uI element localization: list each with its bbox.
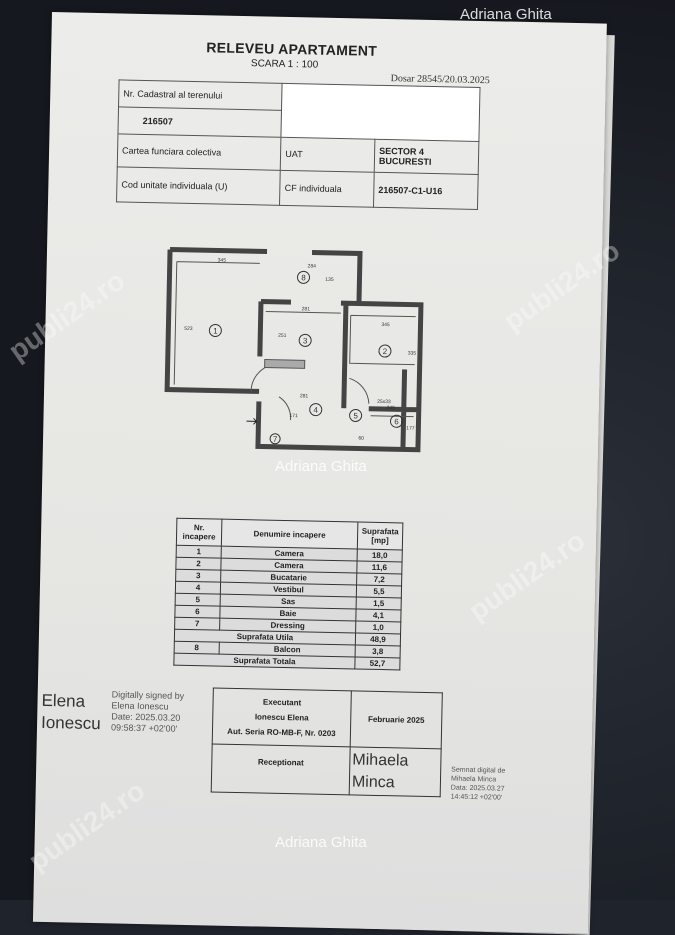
dimension-label: 523 xyxy=(184,326,193,332)
watermark-author: Adriana Ghita xyxy=(460,6,552,23)
room-nr: 1 xyxy=(176,545,222,559)
room-number: 8 xyxy=(301,273,306,282)
col-header: Nr. incapere xyxy=(176,518,222,547)
entrance-arrow-icon xyxy=(246,417,258,425)
digital-sig-line: 14:45:12 +02'00' xyxy=(450,793,503,802)
room-number: 7 xyxy=(273,435,278,444)
floor-plan: 1 2 3 4 5 6 7 8 345 284 135 281 523 251 … xyxy=(164,247,424,453)
date-cell: Februarie 2025 xyxy=(350,690,443,749)
balcon-nr: 8 xyxy=(174,641,220,655)
total-value: 52,7 xyxy=(354,656,401,670)
dimension-label: 251 xyxy=(278,333,287,339)
uat-value: SECTOR 4 BUCURESTI xyxy=(374,139,479,175)
redacted-area xyxy=(281,83,481,142)
room-number: 2 xyxy=(383,347,388,356)
watermark-author: Adriana Ghita xyxy=(275,834,367,851)
executant-cell: Executant Ionescu Elena Aut. Seria RO-MB… xyxy=(212,688,352,747)
room-number: 1 xyxy=(213,326,218,335)
signature-line: Elena xyxy=(41,690,86,711)
cf-label: CF individuala xyxy=(279,170,375,208)
document-scale: SCARA 1 : 100 xyxy=(250,58,319,71)
room-nr: 3 xyxy=(175,569,221,583)
col-header: Suprafata [mp] xyxy=(357,522,403,550)
header-table: Nr. Cadastral al terenului 216507 Cartea… xyxy=(116,79,481,210)
dimension-label: 284 xyxy=(307,263,316,269)
document-title: RELEVEU APARTAMENT xyxy=(206,39,378,59)
carte-label: Cartea funciara colectiva xyxy=(117,133,282,171)
dimension-label: 60 xyxy=(358,436,364,442)
dimension-label: 281 xyxy=(302,306,311,312)
plan-walls xyxy=(164,247,424,453)
room-nr: 4 xyxy=(175,581,221,595)
dimension-label: 25x33 xyxy=(377,399,391,405)
authorization: Aut. Seria RO-MB-F, Nr. 0203 xyxy=(227,726,336,739)
room-number: 4 xyxy=(313,406,318,415)
room-number: 5 xyxy=(353,411,358,420)
uat-label: UAT xyxy=(280,137,375,173)
dimension-label: 335 xyxy=(408,351,417,357)
room-area: 1,0 xyxy=(355,620,401,634)
room-nr: 7 xyxy=(174,617,220,631)
total-label: Suprafata Totala xyxy=(173,653,356,669)
room-area: 4,1 xyxy=(355,608,402,622)
room-nr: 5 xyxy=(175,593,221,607)
util-value: 48,9 xyxy=(355,632,401,646)
balcon-area: 3,8 xyxy=(355,644,401,658)
room-area: 7,2 xyxy=(356,573,402,586)
document-page: RELEVEU APARTAMENT SCARA 1 : 100 Dosar 2… xyxy=(32,12,607,934)
dimension-label: 345 xyxy=(218,258,227,264)
cadastral-label: Nr. Cadastral al terenului xyxy=(118,79,283,111)
room-nr: 2 xyxy=(175,557,222,571)
receptionat-label: Receptionat xyxy=(211,744,351,795)
dimension-label: 245 xyxy=(387,405,396,411)
dosar-number: Dosar 28545/20.03.2025 xyxy=(390,73,490,87)
dimension-label: 171 xyxy=(289,413,298,419)
signature-line: Mihaela xyxy=(352,750,409,770)
digital-sig-line: 09:58:37 +02'00' xyxy=(110,722,178,734)
dimension-label: 177 xyxy=(406,426,415,432)
dimension-label: 345 xyxy=(381,322,390,328)
cod-label: Cod unitate individuala (U) xyxy=(116,166,281,206)
cadastral-value: 216507 xyxy=(117,106,282,138)
room-area: 11,6 xyxy=(356,561,403,574)
dimension-label: 281 xyxy=(300,393,309,399)
watermark-author: Adriana Ghita xyxy=(275,458,367,475)
room-area: 1,5 xyxy=(356,597,402,610)
dimension-label: 135 xyxy=(325,277,334,283)
room-area: 5,5 xyxy=(356,585,402,598)
signature-line: Minca xyxy=(351,772,395,791)
room-nr: 6 xyxy=(174,605,221,619)
executant-label: Executant xyxy=(262,697,302,708)
cf-value: 216507-C1-U16 xyxy=(373,172,479,210)
col-header: Denumire incapere xyxy=(221,519,358,550)
signature-line: Ionescu xyxy=(40,712,101,734)
room-area: 18,0 xyxy=(357,549,403,562)
executant-name: Ionescu Elena xyxy=(254,712,309,723)
signature-table: Executant Ionescu Elena Aut. Seria RO-MB… xyxy=(211,688,443,798)
room-number: 6 xyxy=(394,417,399,426)
room-number: 3 xyxy=(303,336,308,345)
